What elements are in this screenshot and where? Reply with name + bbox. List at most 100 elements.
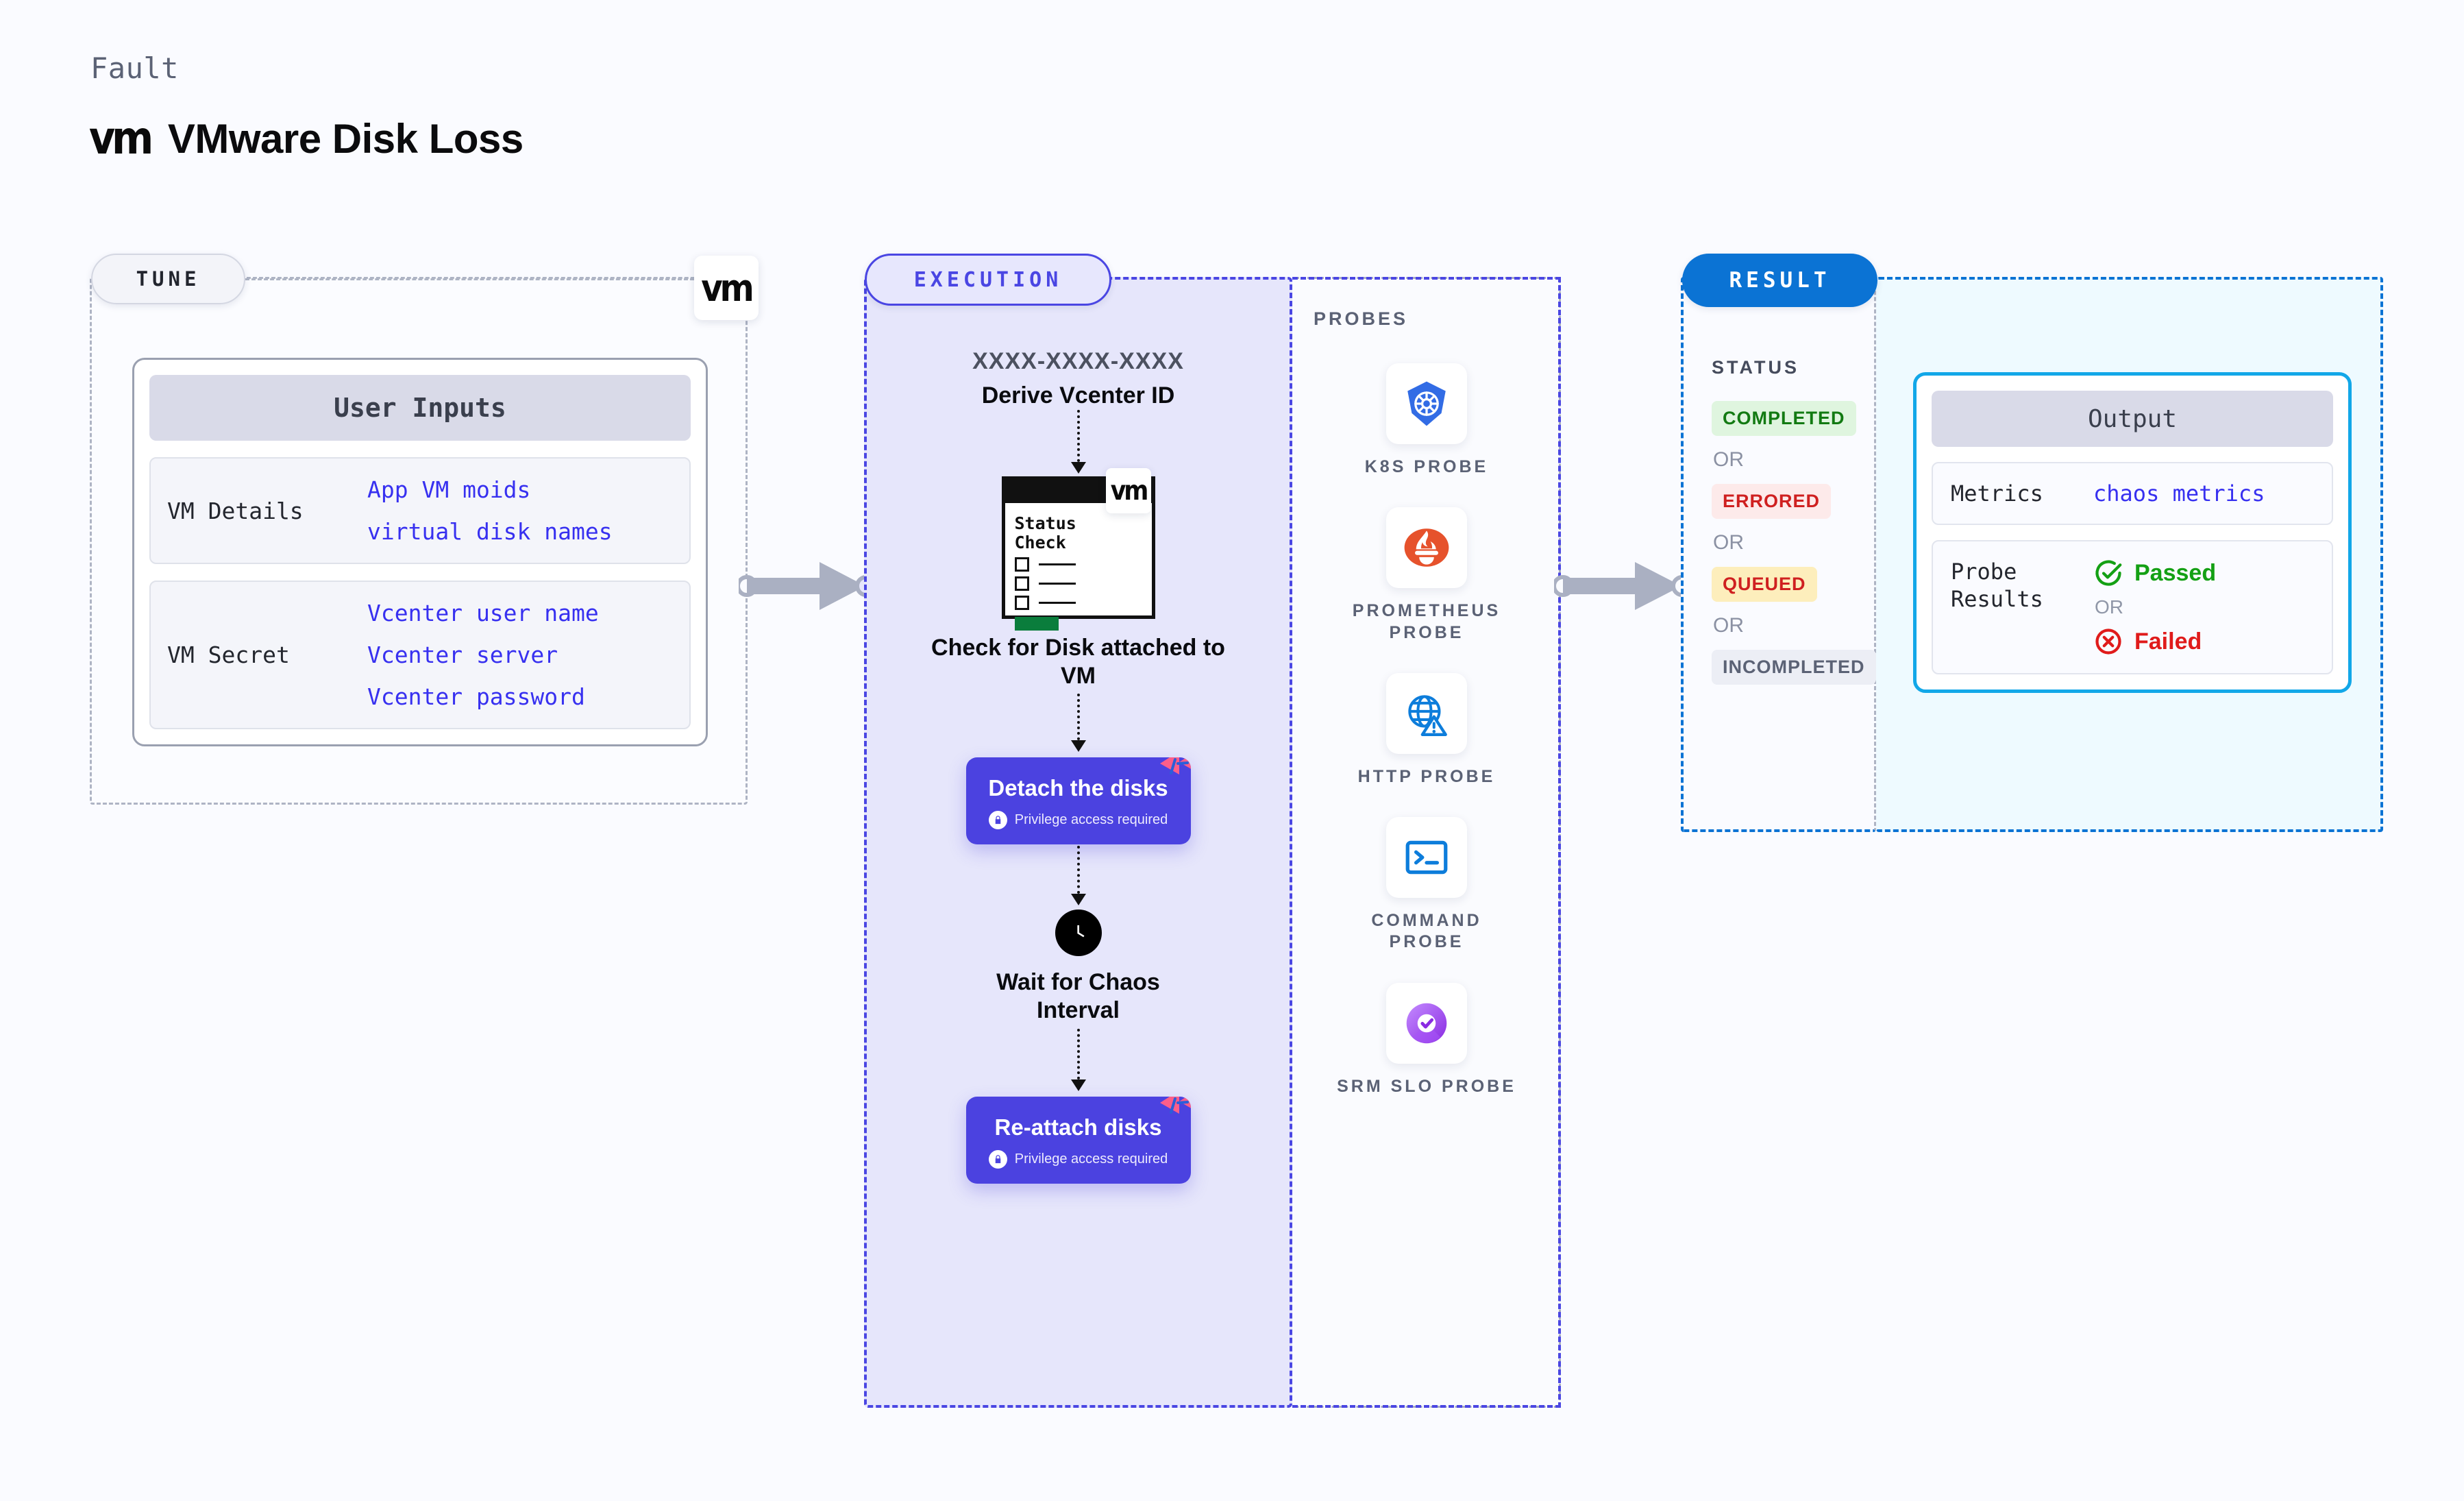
lock-icon (988, 1149, 1007, 1169)
checkbox-icon (1014, 557, 1029, 572)
stage-chip-tune[interactable]: TUNE (91, 254, 245, 304)
status-badge-completed: COMPLETED (1712, 401, 1856, 436)
status-check-item (1014, 576, 1142, 591)
harness-logo-icon (1159, 1096, 1191, 1114)
http-globe-warning-icon (1386, 672, 1467, 754)
vmware-badge-status-check: vm (1105, 467, 1151, 513)
vmware-badge-tune: vm (694, 256, 759, 320)
privilege-note: Privilege access required (988, 811, 1168, 830)
action-card-reattach[interactable]: Re-attach disks Privilege access require… (965, 1096, 1191, 1184)
flow-arrow (1070, 694, 1086, 753)
status-badge-queued: QUEUED (1712, 567, 1817, 602)
vm-logo-text: vm (1110, 474, 1148, 507)
harness-logo-icon (1159, 757, 1191, 775)
probe-result-label: Passed (2134, 559, 2217, 586)
page-title: VMware Disk Loss (167, 116, 523, 162)
probe-result-failed: Failed (2093, 626, 2216, 657)
action-title: Detach the disks (988, 775, 1168, 801)
user-inputs-title: User Inputs (149, 375, 691, 441)
wait-caption: Wait for Chaos Interval (996, 969, 1160, 1024)
clock-icon (1055, 910, 1102, 957)
vmware-vm-icon: vm (88, 112, 153, 165)
input-value[interactable]: Vcenter user name (367, 600, 599, 626)
page-title-row: vm VMware Disk Loss (88, 112, 523, 165)
stage-chip-execution[interactable]: EXECUTION (865, 254, 1111, 306)
input-group-label: VM Details (167, 497, 304, 524)
probe-item-srm-slo[interactable]: SRM SLO PROBE (1331, 982, 1523, 1097)
line-placeholder (1038, 563, 1076, 565)
status-check-illustration: Status Check vm (1001, 467, 1155, 631)
checkbox-icon (1014, 576, 1029, 591)
status-check-caption: Check for Disk attached to VM (931, 634, 1225, 689)
derive-id-caption: Derive Vcenter ID (981, 382, 1175, 408)
status-check-progress-bar (1014, 616, 1059, 631)
input-group-vm-details: VM Details App VM moids virtual disk nam… (149, 457, 691, 564)
status-badge-errored: ERRORED (1712, 484, 1832, 519)
vm-logo-text: vm (701, 266, 754, 310)
probe-label: PROMETHEUS PROBE (1352, 601, 1501, 642)
srm-slo-icon (1386, 982, 1467, 1064)
input-value[interactable]: Vcenter server (367, 642, 558, 668)
stage-chip-result[interactable]: RESULT (1682, 254, 1877, 307)
or-separator: OR (1713, 531, 1744, 554)
flow-arrow (1070, 846, 1086, 906)
check-circle-icon (2095, 560, 2122, 586)
input-value[interactable]: virtual disk names (367, 518, 613, 545)
probe-label: K8S PROBE (1364, 457, 1489, 476)
probe-item-http[interactable]: HTTP PROBE (1331, 672, 1523, 788)
output-title: Output (1932, 391, 2333, 447)
status-check-item (1014, 557, 1142, 572)
prometheus-icon (1386, 507, 1467, 589)
line-placeholder (1038, 582, 1076, 585)
line-placeholder (1038, 601, 1076, 604)
output-key: Probe Results (1951, 559, 2043, 612)
output-row-metrics: Metrics chaos metrics (1932, 462, 2333, 525)
checkbox-icon (1014, 595, 1029, 610)
status-badge-incompleted: INCOMPLETED (1712, 650, 1876, 685)
or-separator: OR (1713, 448, 1744, 471)
output-row-probe-results: Probe Results Passed OR Failed (1932, 540, 2333, 674)
probe-result-label: Failed (2134, 628, 2202, 655)
probe-label: SRM SLO PROBE (1337, 1076, 1516, 1096)
probe-result-passed: Passed (2093, 558, 2216, 588)
x-circle-icon (2095, 629, 2121, 655)
probe-item-prometheus[interactable]: PROMETHEUS PROBE (1331, 507, 1523, 644)
privilege-note: Privilege access required (988, 1149, 1168, 1169)
action-card-detach[interactable]: Detach the disks Privilege access requir… (965, 757, 1191, 845)
flow-arrow (1070, 409, 1086, 474)
status-check-line1: Status (1014, 513, 1076, 533)
connector-execution-to-result (1554, 548, 1691, 624)
input-value[interactable]: Vcenter password (367, 683, 585, 710)
status-check-item (1014, 595, 1142, 610)
probe-item-command[interactable]: COMMAND PROBE (1331, 817, 1523, 953)
probe-label: COMMAND PROBE (1371, 911, 1482, 952)
input-group-vm-secret: VM Secret Vcenter user name Vcenter serv… (149, 581, 691, 729)
user-inputs-card: User Inputs VM Details App VM moids virt… (132, 358, 708, 746)
execution-flow: XXXX-XXXX-XXXX Derive Vcenter ID Status … (864, 277, 1292, 1408)
privilege-note-text: Privilege access required (1014, 812, 1168, 828)
lock-icon (988, 811, 1007, 830)
terminal-icon (1386, 817, 1467, 898)
privilege-note-text: Privilege access required (1014, 1151, 1168, 1167)
page-kicker: Fault (90, 51, 179, 85)
status-section-label: STATUS (1712, 357, 1799, 378)
probes-section-label: PROBES (1314, 308, 1409, 329)
input-value[interactable]: App VM moids (367, 476, 531, 503)
output-key: Metrics (1951, 480, 2043, 507)
status-list: COMPLETED OR ERRORED OR QUEUED OR INCOMP… (1712, 401, 1876, 685)
probe-label: HTTP PROBE (1357, 766, 1496, 786)
or-separator: OR (1713, 614, 1744, 637)
status-check-line2: Check (1014, 532, 1066, 552)
kubernetes-icon (1386, 363, 1467, 444)
action-title: Re-attach disks (994, 1114, 1162, 1140)
probes-list: K8S PROBE PROMETHEUS PROBE (1292, 363, 1561, 1097)
derive-id-value: XXXX-XXXX-XXXX (972, 348, 1184, 374)
flow-arrow (1070, 1028, 1086, 1091)
output-value[interactable]: chaos metrics (2093, 480, 2265, 507)
output-card: Output Metrics chaos metrics Probe Resul… (1913, 372, 2352, 693)
or-separator: OR (2095, 596, 2123, 618)
connector-tune-to-execution (739, 548, 876, 624)
input-group-label: VM Secret (167, 642, 290, 668)
probe-item-k8s[interactable]: K8S PROBE (1331, 363, 1523, 478)
